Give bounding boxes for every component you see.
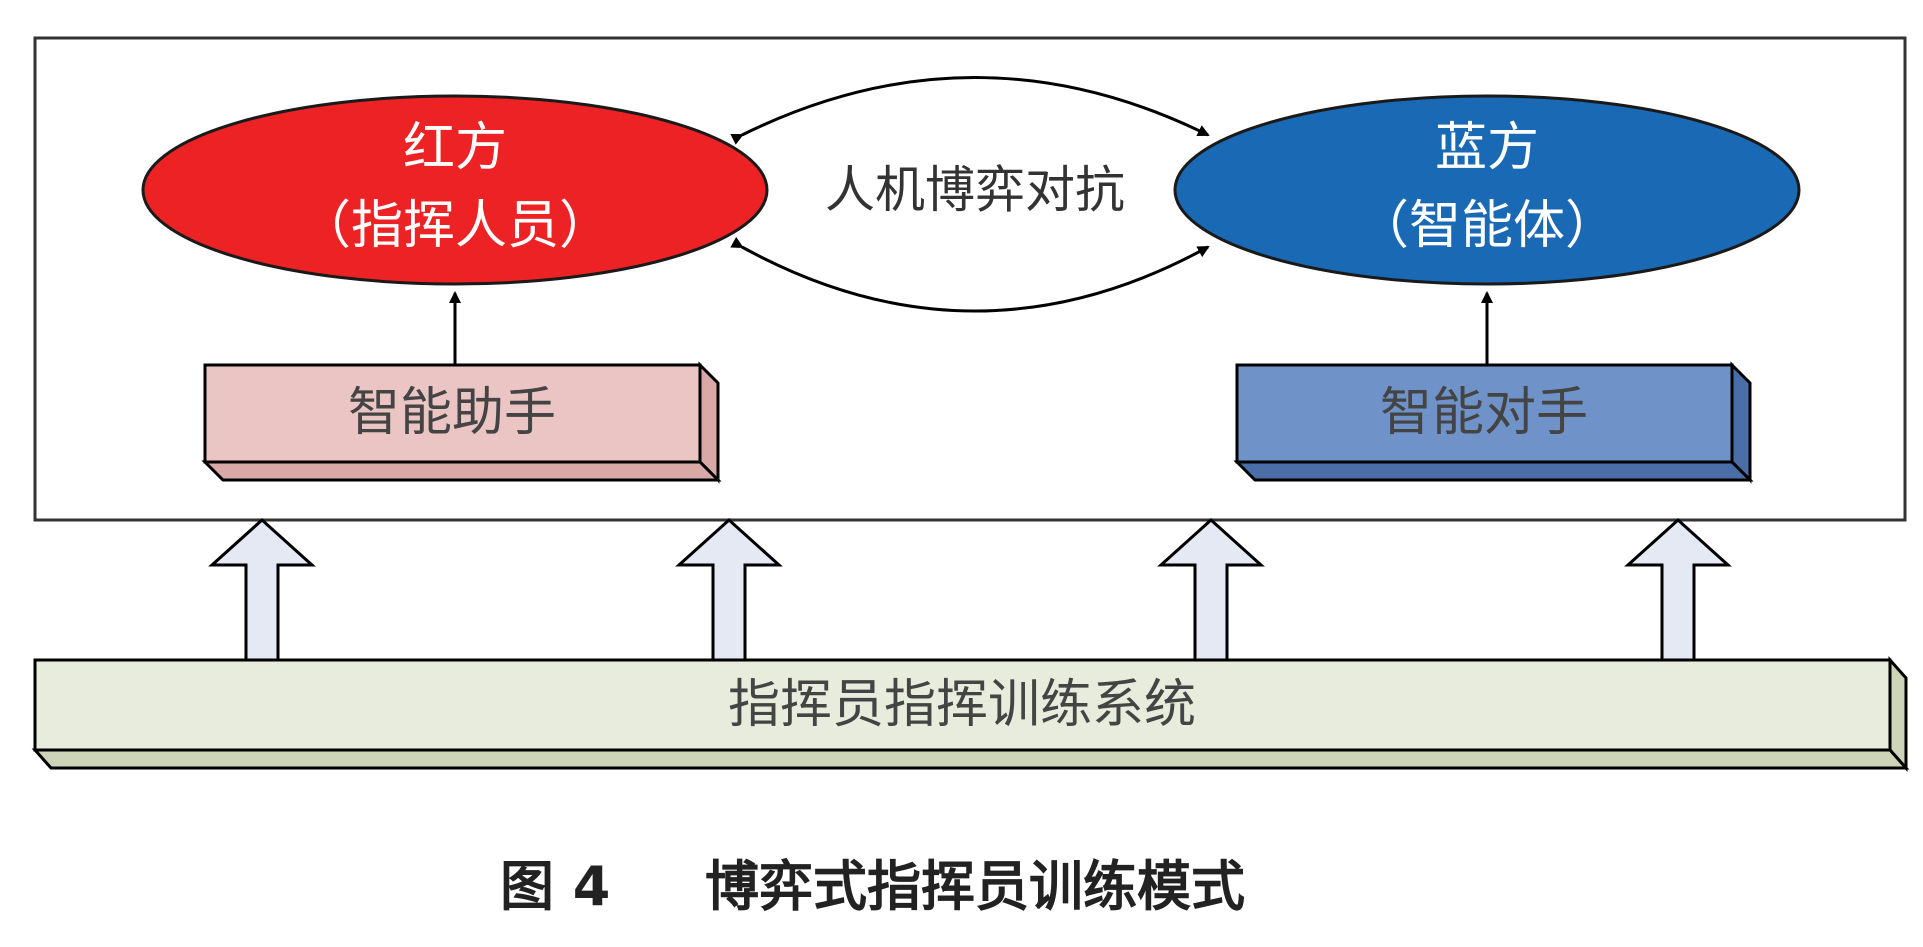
- confrontation-arc-bottom: [730, 236, 1210, 313]
- red-side-title: 红方: [403, 118, 507, 178]
- red-side-subtitle: （指挥人员）: [299, 196, 611, 256]
- up-arrow-2: [675, 517, 783, 664]
- assistant-label: 智能助手: [348, 383, 556, 443]
- training-system-label: 指挥员指挥训练系统: [728, 675, 1196, 735]
- assistant-box: [203, 363, 702, 464]
- confrontation-label: 人机博弈对抗: [825, 161, 1125, 219]
- opponent-label: 智能对手: [1380, 383, 1588, 443]
- figure-number: 图 4: [500, 855, 610, 918]
- system-box-bottom: [31, 748, 1910, 770]
- system-box: [33, 658, 1892, 752]
- figure-title: 博弈式指挥员训练模式: [705, 855, 1245, 918]
- up-arrow-3: [1157, 517, 1265, 664]
- blue-side-title: 蓝方: [1435, 118, 1539, 178]
- up-arrow-1: [208, 517, 316, 664]
- assistant-box-bottom: [201, 460, 722, 482]
- opponent-box: [1235, 363, 1734, 464]
- outer-frame: [33, 36, 1907, 522]
- blue-side-ellipse: [1173, 94, 1801, 286]
- opponent-box-bottom: [1233, 460, 1754, 482]
- red-side-ellipse: [141, 94, 769, 286]
- confrontation-arc-top: [730, 76, 1210, 145]
- up-arrow-4: [1624, 517, 1732, 664]
- blue-side-subtitle: （智能体）: [1357, 196, 1617, 256]
